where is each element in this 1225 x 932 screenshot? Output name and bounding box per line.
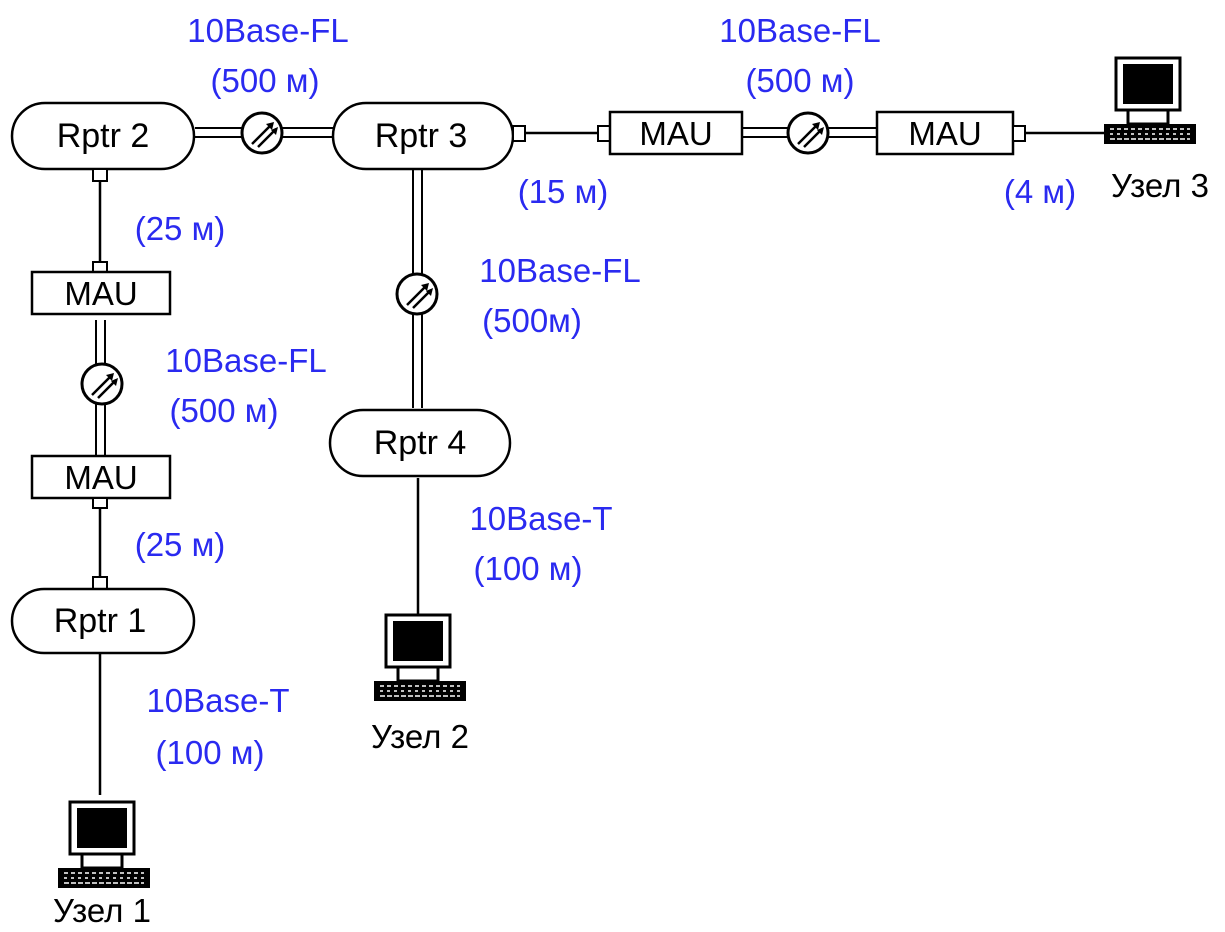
rptr1-label: Rptr 1: [54, 602, 147, 640]
link-length-label: (100 м): [156, 734, 265, 771]
fiber-link-icon: [80, 362, 124, 406]
fiber-link-icon: [786, 111, 830, 155]
link-length-label: (500м): [482, 302, 582, 339]
link-type-label: 10Base-T: [146, 682, 289, 719]
link-labels: 10Base-FL (500 м) 10Base-FL (500 м) (15 …: [135, 12, 1076, 771]
link-type-label: 10Base-FL: [479, 252, 640, 289]
link-length-label: (500 м): [746, 62, 855, 99]
mau-label: MAU: [64, 275, 137, 312]
link-length-label: (500 м): [211, 62, 320, 99]
rptr3-label: Rptr 3: [375, 117, 468, 155]
mau-label: MAU: [908, 115, 981, 152]
mau-label: MAU: [639, 115, 712, 152]
link-length-label: (25 м): [135, 210, 226, 247]
link-length-label: (15 м): [518, 173, 609, 210]
link-type-label: 10Base-T: [469, 500, 612, 537]
repeater-rptr2: Rptr 2: [10, 101, 196, 182]
computer-icon: [372, 613, 468, 703]
computer-icon: [1102, 56, 1198, 146]
link-length-label: (500 м): [170, 392, 279, 429]
link-type-label: 10Base-FL: [165, 342, 326, 379]
repeater-rptr4: Rptr 4: [328, 408, 512, 478]
repeater-rptr1: Rptr 1: [10, 576, 196, 655]
mau-label: MAU: [64, 459, 137, 496]
repeater-rptr3: Rptr 3: [331, 101, 526, 171]
mau-left-upper: MAU: [30, 261, 172, 316]
host3-label: Узел 3: [1111, 167, 1209, 204]
host2-label: Узел 2: [371, 718, 469, 755]
mau-top-left: MAU: [597, 110, 744, 156]
link-length-label: (4 м): [1004, 173, 1076, 210]
fiber-link-icon: [240, 111, 284, 155]
mau-top-right: MAU: [875, 110, 1026, 156]
rptr2-label: Rptr 2: [57, 117, 150, 155]
link-length-label: (25 м): [135, 526, 226, 563]
link-type-label: 10Base-FL: [719, 12, 880, 49]
fiber-link-icon: [395, 272, 439, 316]
rptr4-label: Rptr 4: [374, 424, 467, 462]
link-type-label: 10Base-FL: [187, 12, 348, 49]
mau-left-lower: MAU: [30, 454, 172, 509]
computer-icon: [56, 800, 152, 890]
link-length-label: (100 м): [474, 550, 583, 587]
host1-label: Узел 1: [53, 892, 151, 929]
